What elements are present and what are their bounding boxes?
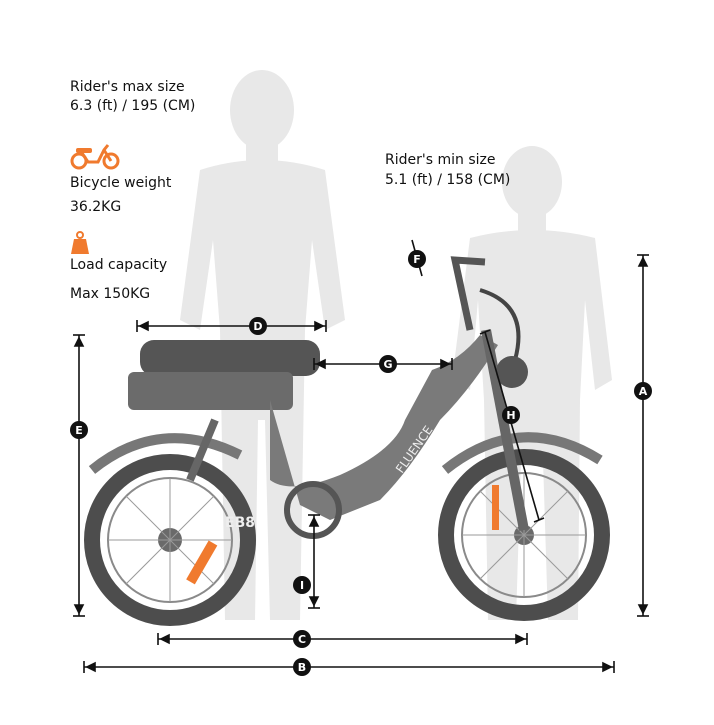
badge-f-label: F [413, 253, 421, 266]
badge-e: E [70, 421, 88, 439]
rider-max-value: 6.3 (ft) / 195 (CM) [70, 98, 196, 114]
badge-g-label: G [383, 358, 392, 371]
badge-i-label: I [300, 579, 304, 592]
badge-f: F [408, 250, 426, 268]
dimension-badges: A B C D E F G H I [70, 250, 652, 676]
weight-value: 36.2KG [70, 199, 122, 215]
rider-min-title: Rider's min size [385, 152, 496, 168]
rider-min-value: 5.1 (ft) / 158 (CM) [385, 172, 511, 188]
frame [270, 335, 498, 520]
model-text: EB8 [225, 515, 255, 531]
rider-min-silhouette [452, 146, 612, 620]
badge-a-label: A [639, 385, 648, 398]
bike-icon [70, 144, 120, 170]
badge-a: A [634, 382, 652, 400]
load-value: Max 150KG [70, 286, 151, 302]
badge-c: C [293, 630, 311, 648]
badge-g: G [379, 355, 397, 373]
badge-b-label: B [298, 661, 306, 674]
badge-d: D [249, 317, 267, 335]
rear-wheel [84, 454, 256, 626]
dimension-lines [73, 239, 649, 673]
badge-e-label: E [75, 424, 83, 437]
load-title: Load capacity [70, 257, 168, 273]
bike-illustration: FLUENCE EB8 [84, 256, 610, 626]
badge-h: H [502, 406, 520, 424]
front-wheel [438, 449, 610, 621]
badge-b: B [293, 658, 311, 676]
weight-icon [71, 231, 89, 254]
seat [140, 340, 320, 376]
badge-h-label: H [506, 409, 515, 422]
badge-i: I [293, 576, 311, 594]
rider-max-title: Rider's max size [70, 79, 185, 95]
badge-d-label: D [253, 320, 262, 333]
badge-c-label: C [298, 633, 306, 646]
weight-title: Bicycle weight [70, 175, 172, 191]
